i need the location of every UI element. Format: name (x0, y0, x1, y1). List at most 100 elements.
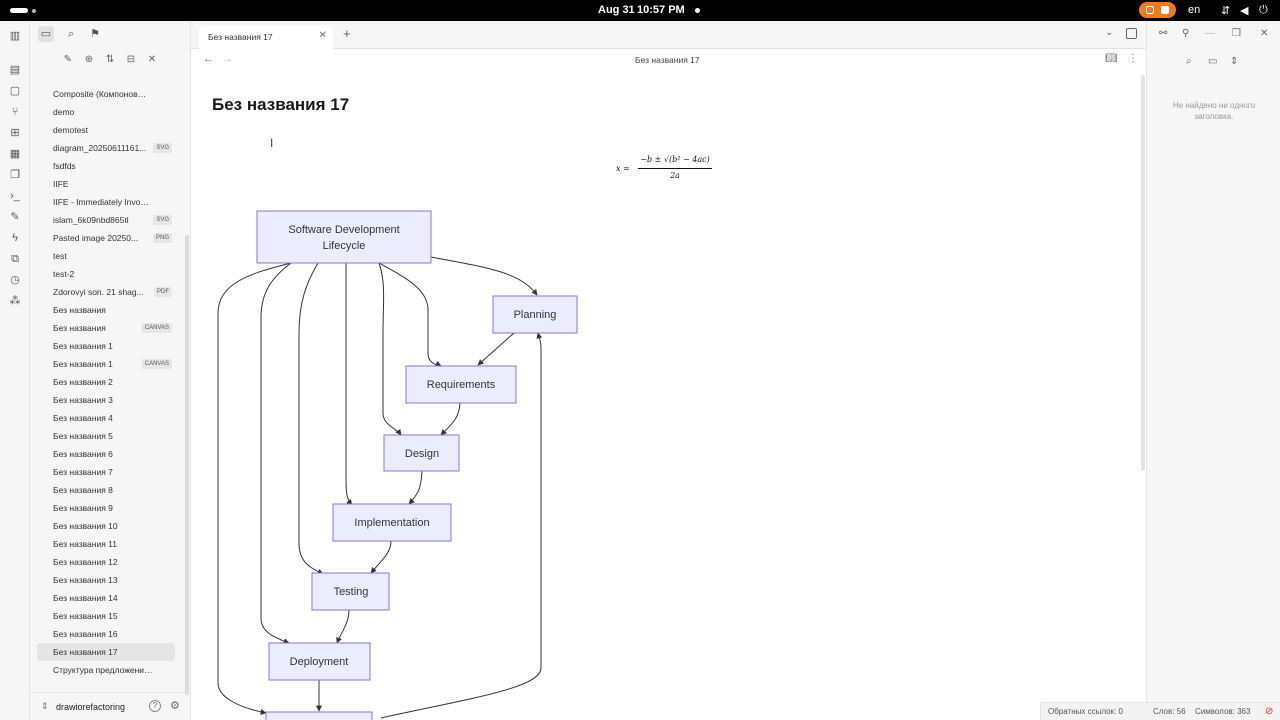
system-date[interactable]: Aug 31 (598, 4, 635, 16)
expand-icon[interactable]: ⇕ (1230, 56, 1239, 67)
file-item[interactable]: IIFE - Immediately Invoked... (37, 193, 175, 211)
file-item[interactable]: Zdorovyi son. 21 shag...PDF (37, 283, 175, 301)
network-icon[interactable]: ⇵ (1221, 5, 1231, 17)
file-item[interactable]: IIFE (37, 175, 175, 193)
node-testing[interactable]: Testing (311, 572, 390, 611)
lightning-icon[interactable]: ϟ (12, 232, 18, 244)
file-item[interactable]: Без названия 12 (37, 553, 175, 571)
graph-view-icon[interactable]: ⑂ (11, 106, 19, 118)
file-item[interactable]: diagram_20250611161...SVG (37, 139, 175, 157)
node-sdlc[interactable]: Software Development Lifecycle (256, 210, 432, 264)
file-item[interactable]: Без названия 10 (37, 517, 175, 535)
quick-switcher-icon[interactable]: ▤ (9, 64, 21, 76)
file-item[interactable]: Без названия 11 (37, 535, 175, 553)
file-item[interactable]: Без названия 15 (37, 607, 175, 625)
templates-icon[interactable]: ❐ (10, 169, 20, 181)
note-title[interactable]: Без названия 17 (212, 95, 350, 114)
search-icon[interactable]: ⌕ (1186, 56, 1192, 67)
new-tab-icon[interactable]: + (343, 26, 351, 41)
file-icon[interactable]: ▢ (9, 85, 21, 97)
file-item[interactable]: Pasted image 20250...PNG (37, 229, 175, 247)
new-folder-icon[interactable]: ⊕ (84, 54, 94, 65)
collapse-all-icon[interactable]: ⊟ (126, 54, 136, 65)
node-implementation[interactable]: Implementation (332, 503, 452, 542)
forward-arrow-icon[interactable]: → (222, 53, 233, 65)
file-item[interactable]: demotest (37, 121, 175, 139)
outline-layout-icon[interactable]: ▭ (1208, 56, 1218, 67)
file-item[interactable]: Composite (Компоновщик) (37, 85, 175, 103)
backlinks-count[interactable]: Обратных ссылок: 0 (1048, 707, 1123, 716)
workspace-dot[interactable] (32, 9, 36, 13)
node-planning[interactable]: Planning (492, 295, 578, 334)
sidebar-scrollbar[interactable] (185, 235, 189, 695)
file-item[interactable]: Без названия 2 (37, 373, 175, 391)
file-item[interactable]: Без названия 16 (37, 625, 175, 643)
file-item[interactable]: Без названия 13 (37, 571, 175, 589)
screen-recording-indicator[interactable] (1139, 2, 1176, 18)
bookmarks-tab-icon[interactable]: ⚑ (90, 28, 100, 40)
tab-active-note[interactable]: Без названия 17 ✕ (199, 26, 333, 49)
file-item[interactable]: Без названия 1 (37, 337, 175, 355)
file-item[interactable]: demo (37, 103, 175, 121)
sync-status-icon[interactable]: ⊘ (1265, 706, 1274, 717)
workspace-indicator[interactable] (10, 8, 28, 13)
search-tab-icon[interactable]: ⌕ (67, 28, 75, 40)
editor[interactable]: Без названия 17 I x = −b ± √(b² − 4ac) 2… (191, 73, 1146, 720)
node-deployment[interactable]: Deployment (268, 642, 371, 681)
file-item[interactable]: Без названия 5 (37, 427, 175, 445)
file-item[interactable]: Без названия 4 (37, 409, 175, 427)
volume-icon[interactable]: ◀ (1240, 5, 1249, 17)
keyboard-layout[interactable]: en (1188, 4, 1201, 16)
view-header-title[interactable]: Без названия 17 (635, 55, 700, 65)
file-item[interactable]: Без названия 8 (37, 481, 175, 499)
toggle-right-sidebar-icon[interactable] (1126, 28, 1137, 39)
files-tab-icon[interactable]: ▭ (38, 26, 54, 42)
minimize-icon[interactable]: — (1205, 28, 1215, 39)
editor-scrollbar[interactable] (1141, 75, 1145, 471)
help-icon[interactable]: ? (149, 700, 161, 712)
file-item[interactable]: test (37, 247, 175, 265)
close-window-icon[interactable]: ✕ (1260, 28, 1269, 39)
more-options-icon[interactable]: ⋮ (1128, 53, 1138, 64)
node-requirements[interactable]: Requirements (405, 365, 517, 404)
back-arrow-icon[interactable]: ← (203, 53, 214, 65)
file-item[interactable]: Структура предложений ... (37, 661, 175, 679)
mermaid-flowchart[interactable]: Software Development Lifecycle Planning … (191, 73, 1146, 720)
system-time[interactable]: 10:57 PM (637, 4, 685, 16)
file-item[interactable]: test-2 (37, 265, 175, 283)
copy-icon[interactable]: ⧉ (11, 253, 19, 265)
file-item[interactable]: Без названия (37, 301, 175, 319)
command-palette-icon[interactable]: ›_ (10, 190, 20, 202)
file-item[interactable]: Без названия 14 (37, 589, 175, 607)
plugin-icon[interactable]: ⁂ (9, 295, 21, 307)
node-maintenance[interactable] (265, 711, 373, 720)
power-icon[interactable]: ⏻ (1259, 4, 1268, 16)
close-icon[interactable]: ✕ (147, 54, 157, 65)
sort-icon[interactable]: ⇅ (105, 54, 115, 65)
file-item[interactable]: Без названия 7 (37, 463, 175, 481)
tab-list-chevron-icon[interactable]: ⌄ (1105, 27, 1114, 38)
restore-window-icon[interactable]: ❐ (1232, 28, 1241, 39)
canvas-icon[interactable]: ⊞ (10, 127, 20, 139)
file-item[interactable]: Без названия 9 (37, 499, 175, 517)
pin-icon[interactable]: ⚲ (1182, 28, 1190, 39)
file-item[interactable]: fsdfds (37, 157, 175, 175)
file-item[interactable]: Без названия 6 (37, 445, 175, 463)
settings-gear-icon[interactable]: ⚙ (170, 700, 180, 712)
tab-close-icon[interactable]: ✕ (318, 30, 327, 41)
clock-icon[interactable]: ◷ (10, 274, 20, 286)
daily-note-icon[interactable]: ▦ (9, 148, 21, 160)
reading-mode-icon[interactable]: 📖︎ (1105, 53, 1118, 64)
toggle-sidebar-icon[interactable]: ▥ (9, 30, 21, 42)
vault-name[interactable]: drawiorefactoring (56, 702, 126, 712)
node-design[interactable]: Design (383, 434, 460, 472)
file-item[interactable]: Без названия 3 (37, 391, 175, 409)
new-note-icon[interactable]: ✎ (63, 54, 73, 65)
draw-icon[interactable]: ✎ (10, 211, 20, 223)
link-icon[interactable]: ⚯ (1159, 28, 1168, 39)
file-item[interactable]: Без названия 17 (37, 643, 175, 661)
vault-switcher[interactable]: ⇕ drawiorefactoring ? ⚙ (30, 692, 191, 720)
